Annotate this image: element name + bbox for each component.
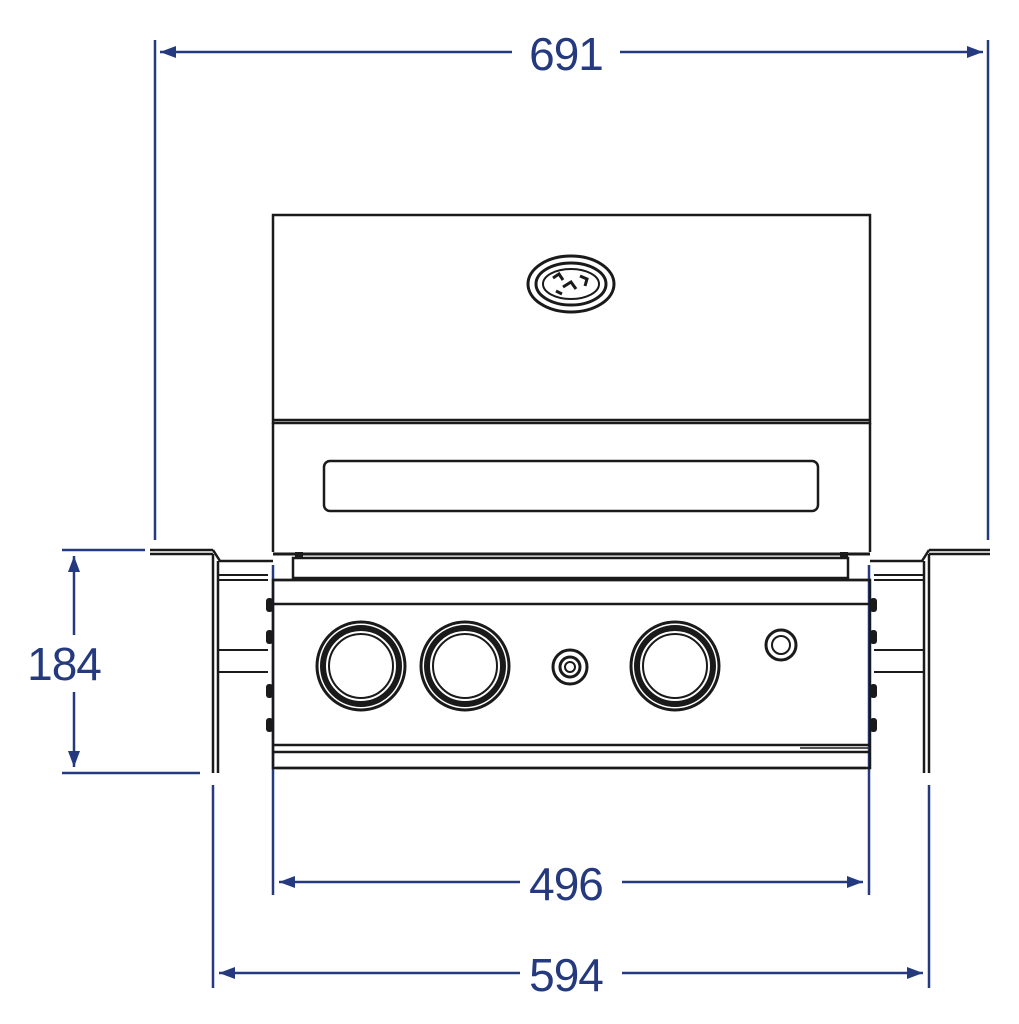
side-rails	[218, 574, 924, 673]
dim-cutout-outer	[211, 785, 931, 988]
control-panel	[271, 578, 872, 770]
lid-handle	[322, 459, 820, 513]
thermometer-gauge-icon	[526, 254, 616, 314]
arrow-head	[279, 876, 295, 888]
igniter-button-icon	[551, 648, 589, 686]
label-cutout-inner: 496	[529, 858, 603, 910]
dim-height	[62, 548, 200, 775]
bbq-outline	[150, 213, 990, 773]
dimension-lines	[62, 40, 990, 988]
arrow-head	[967, 46, 983, 58]
label-overall-width: 691	[529, 28, 603, 80]
arrow-head	[219, 967, 235, 979]
arrow-head	[847, 876, 863, 888]
control-knob-icon	[629, 620, 721, 712]
arrow-head	[68, 556, 80, 572]
dimension-labels: 691 184 496 594	[27, 28, 604, 1001]
label-height: 184	[27, 638, 101, 690]
arrow-head	[160, 46, 176, 58]
benchtop	[150, 548, 990, 773]
side-studs	[266, 598, 877, 732]
arrow-head	[907, 967, 923, 979]
control-knob-icon	[315, 620, 407, 712]
grill-lid	[271, 213, 872, 552]
trim-strip	[273, 552, 870, 582]
arrow-head	[68, 751, 80, 767]
dim-overall-width	[153, 40, 990, 540]
light-switch-icon	[764, 628, 798, 662]
dim-cutout-inner	[271, 565, 871, 895]
control-knob-icon	[419, 620, 511, 712]
label-cutout-outer: 594	[529, 949, 603, 1001]
